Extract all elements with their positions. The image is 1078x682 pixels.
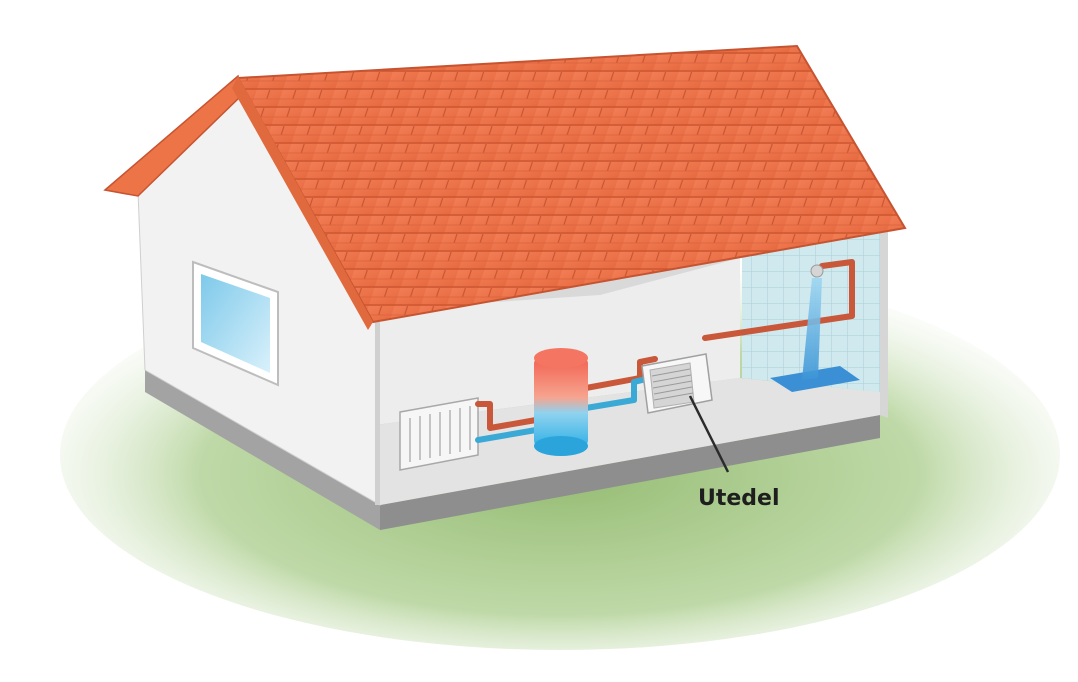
window-icon xyxy=(192,260,279,387)
hot-water-tank-icon xyxy=(534,348,588,456)
radiator-icon xyxy=(399,397,479,471)
foundation-front xyxy=(380,415,880,530)
foundation xyxy=(145,370,380,530)
hot-pipe xyxy=(475,259,855,431)
callout-line xyxy=(688,395,730,473)
outdoor-unit-label: Utedel xyxy=(698,486,780,511)
shower-tray xyxy=(770,366,860,392)
cold-pipe xyxy=(475,375,653,443)
interior-left-wall xyxy=(375,310,380,505)
interior-floor xyxy=(375,378,880,505)
house-right-edge xyxy=(880,228,888,418)
shower-head-icon xyxy=(810,264,824,278)
roof-eave-left xyxy=(232,76,373,330)
shower-water xyxy=(802,278,822,380)
heat-pump-outdoor-unit-icon xyxy=(641,353,713,414)
